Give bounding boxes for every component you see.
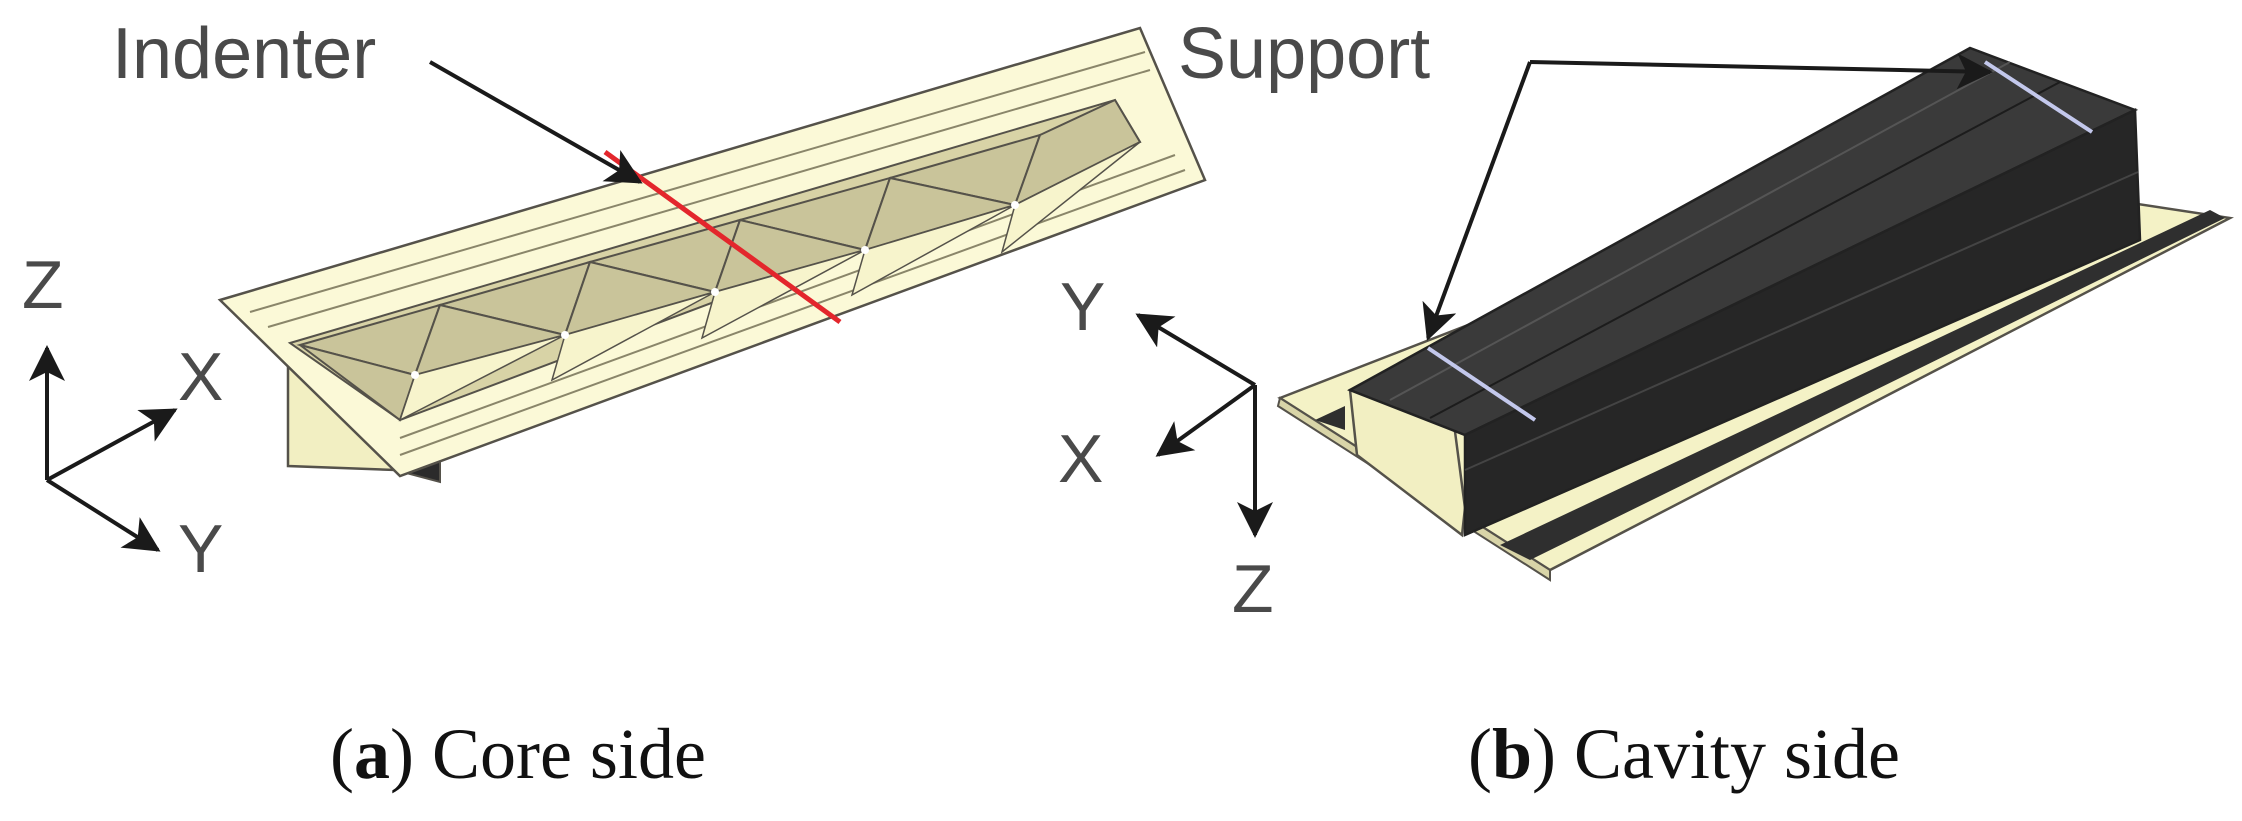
core-groove <box>267 69 1151 328</box>
y-axis-arrow <box>1135 313 1257 387</box>
indenter-label: Indenter <box>112 14 376 94</box>
panel-b: Support Y X Z (b) Cavity side <box>1058 14 2234 794</box>
caption-a-letter: a <box>354 714 390 794</box>
x-axis-arrow <box>46 408 178 482</box>
axis-triad-a: Z X Y <box>22 247 223 587</box>
support-leader <box>1529 53 1993 90</box>
indenter-arrow <box>429 60 643 184</box>
cavity-ridge <box>1464 171 2139 471</box>
core-rib-highlights <box>398 141 1141 422</box>
y-axis-label: Y <box>178 511 223 587</box>
panel-a: Indenter Z X Y (a) Core side <box>22 14 1207 794</box>
support-line <box>1426 346 1537 422</box>
core-ribs <box>296 98 1142 422</box>
core-side-part <box>217 26 1207 484</box>
cavity-side-part <box>1276 46 2234 582</box>
caption-b-open: ( <box>1468 714 1492 794</box>
y-axis-arrow <box>45 478 161 552</box>
axis-triad-b: Y X Z <box>1058 269 1274 627</box>
x-axis-label: X <box>178 339 223 415</box>
indenter-line <box>603 149 842 325</box>
caption-b: (b) Cavity side <box>1468 714 1900 794</box>
cavity-ridge <box>1389 61 2011 401</box>
caption-a: (a) Core side <box>330 714 706 794</box>
core-groove <box>399 169 1186 456</box>
cavity-body-side <box>1463 108 2142 537</box>
caption-a-close: ) <box>390 714 414 794</box>
y-axis-label: Y <box>1060 269 1105 345</box>
cavity-flange-shadow <box>1315 406 1345 430</box>
cavity-ridge <box>1429 81 2061 419</box>
x-axis-label: X <box>1058 421 1103 497</box>
x-axis-arrow <box>1155 383 1257 457</box>
z-axis-label: Z <box>1232 551 1274 627</box>
support-line <box>1983 60 2094 134</box>
core-groove <box>249 51 1146 313</box>
cavity-flange-shadow <box>1500 210 2225 560</box>
support-label: Support <box>1178 14 1430 94</box>
caption-a-text: Core side <box>414 714 706 794</box>
caption-a-open: ( <box>330 714 354 794</box>
core-rib-nodes <box>411 201 1019 379</box>
caption-b-text: Cavity side <box>1556 714 1900 794</box>
support-arrow <box>1422 61 1532 341</box>
caption-b-close: ) <box>1532 714 1556 794</box>
caption-b-letter: b <box>1492 714 1532 794</box>
z-axis-label: Z <box>22 247 64 323</box>
